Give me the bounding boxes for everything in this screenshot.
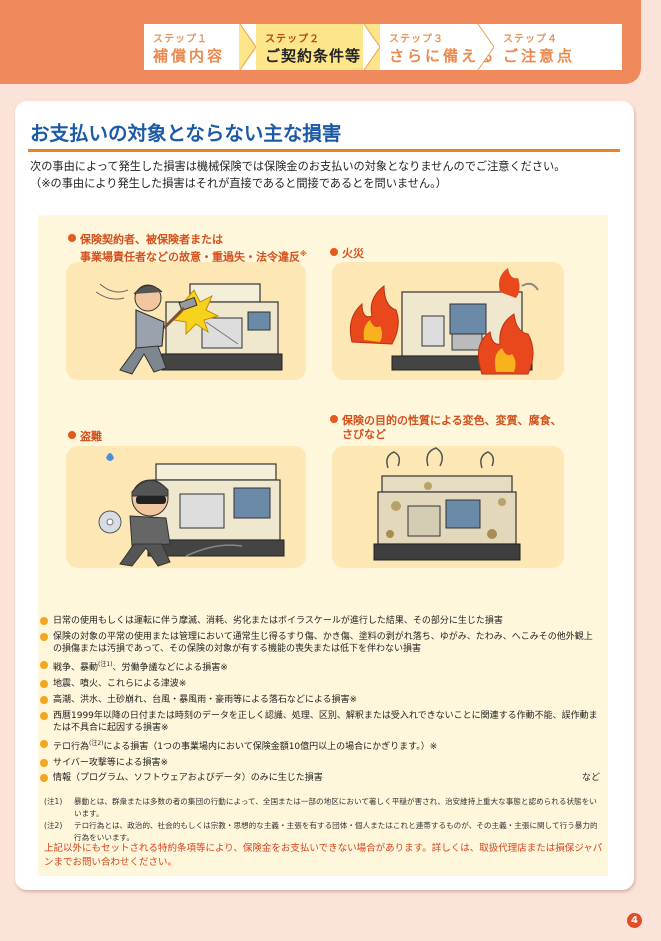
case-4-line-2: さびなど bbox=[342, 428, 386, 441]
bullet-icon bbox=[40, 679, 48, 688]
intro-line-2: （※の事由により発生した損害はそれが直接であると間接であるとを問いません。） bbox=[30, 177, 447, 190]
case-intentional-label: 保険契約者、被保険者または 事業場責任者などの故意・重過失・法令違反※ bbox=[68, 233, 307, 265]
bullet-icon bbox=[40, 661, 48, 670]
case-fire-label: 火災 bbox=[330, 247, 364, 261]
bullet-icon bbox=[330, 248, 338, 256]
list-item: 高潮、洪水、土砂崩れ、台風・暴風雨・豪雨等による落石などによる損害※ bbox=[40, 694, 600, 707]
step-3-name: さらに備える bbox=[389, 47, 497, 65]
step-2-name: ご契約条件等 bbox=[265, 47, 362, 65]
theft-illustration bbox=[66, 446, 306, 568]
case-1-line-2: 事業場責任者などの故意・重過失・法令違反 bbox=[80, 250, 300, 264]
footnote-label: (注2) bbox=[44, 821, 63, 830]
case-4-line-1: 保険の目的の性質による変色、変質、腐食、 bbox=[342, 414, 562, 427]
case-2-line-1: 火災 bbox=[342, 247, 364, 260]
list-item: 日常の使用もしくは運転に伴う摩滅、消耗、劣化またはボイラスケールが進行した結果、… bbox=[40, 615, 600, 628]
bullet-icon bbox=[40, 632, 48, 641]
intro-text: 次の事由によって発生した損害は機械保険では保険金のお支払いの対象となりませんので… bbox=[30, 158, 625, 192]
step-1-number: ステップ１ bbox=[153, 34, 208, 45]
step-1-name: 補償内容 bbox=[153, 47, 226, 65]
step-2-tab[interactable]: ステップ２ ご契約条件等 bbox=[256, 24, 381, 70]
list-item: 戦争、暴動(注1)、労働争議などによる損害※ bbox=[40, 659, 600, 675]
bullet-icon bbox=[40, 695, 48, 704]
chevron-right-icon bbox=[477, 24, 495, 70]
bullet-icon bbox=[40, 739, 48, 748]
step-1-tab[interactable]: ステップ１ 補償内容 bbox=[144, 24, 257, 70]
etc-label: など bbox=[581, 773, 600, 784]
bullet-icon bbox=[68, 234, 76, 242]
case-deterioration-label: 保険の目的の性質による変色、変質、腐食、 さびなど bbox=[330, 414, 562, 442]
step-4-number: ステップ４ bbox=[503, 34, 558, 45]
footnote-text: テロ行為とは、政治的、社会的もしくは宗教・思想的な主義・主張を有する団体・個人ま… bbox=[74, 821, 598, 842]
list-item: 情報（プログラム、ソフトウェアおよびデータ）のみに生じた損害など bbox=[40, 772, 600, 785]
page-title: お支払いの対象とならない主な損害 bbox=[30, 122, 342, 145]
list-item: サイバー攻撃等による損害※ bbox=[40, 757, 600, 770]
bullet-icon bbox=[40, 774, 48, 783]
page-number: 4 bbox=[627, 913, 642, 928]
bullet-icon bbox=[40, 617, 48, 625]
exclusion-list: 日常の使用もしくは運転に伴う摩滅、消耗、劣化またはボイラスケールが進行した結果、… bbox=[40, 615, 600, 788]
intentional-damage-illustration bbox=[66, 262, 306, 380]
bullet-icon bbox=[330, 415, 338, 423]
bullet-icon bbox=[40, 758, 48, 767]
step-3-number: ステップ３ bbox=[389, 34, 444, 45]
case-1-line-1: 保険契約者、被保険者または bbox=[80, 233, 223, 246]
case-theft-label: 盗難 bbox=[68, 430, 102, 444]
title-underline bbox=[28, 149, 620, 152]
footnote-text: 暴動とは、群衆または多数の者の集団の行動によって、全国または一部の地区において著… bbox=[74, 797, 597, 818]
step-4-tab[interactable]: ステップ４ ご注意点 bbox=[494, 24, 622, 70]
footnote: (注1) 暴動とは、群衆または多数の者の集団の行動によって、全国または一部の地区に… bbox=[44, 796, 604, 819]
list-item: 保険の対象の平常の使用または管理において通常生じ得るすり傷、かき傷、塗料の剥がれ… bbox=[40, 631, 600, 656]
step-3-tab[interactable]: ステップ３ さらに備える bbox=[380, 24, 497, 70]
case-3-line-1: 盗難 bbox=[80, 430, 102, 443]
step-2-number: ステップ２ bbox=[265, 34, 320, 45]
bullet-icon bbox=[68, 431, 76, 439]
case-1-mark: ※ bbox=[300, 250, 307, 258]
step-navigation: ステップ１ 補償内容 ステップ２ ご契約条件等 ステップ３ さらに備える ステッ… bbox=[144, 24, 622, 70]
fire-illustration bbox=[332, 262, 564, 380]
footnote: (注2) テロ行為とは、政治的、社会的もしくは宗教・思想的な主義・主張を有する団体… bbox=[44, 820, 604, 843]
chevron-right-icon bbox=[363, 24, 381, 70]
contact-notice: 上記以外にもセットされる特約条項等により、保険金をお支払いできない場合があります… bbox=[44, 843, 603, 868]
footnotes: (注1) 暴動とは、群衆または多数の者の集団の行動によって、全国または一部の地区に… bbox=[44, 796, 604, 844]
list-item: 西暦1999年以降の日付または時刻のデータを正しく認識、処理、区別、解釈または受… bbox=[40, 710, 600, 735]
footnote-label: (注1) bbox=[44, 797, 63, 806]
deterioration-illustration bbox=[332, 446, 564, 568]
bullet-icon bbox=[40, 711, 48, 720]
chevron-right-icon bbox=[239, 24, 257, 70]
list-item: テロ行為(注2)による損害（1つの事業場内において保険金額10億円以上の場合にか… bbox=[40, 738, 600, 754]
intro-line-1: 次の事由によって発生した損害は機械保険では保険金のお支払いの対象となりませんので… bbox=[30, 160, 566, 173]
step-4-name: ご注意点 bbox=[503, 47, 576, 65]
list-item: 地震、噴火、これらによる津波※ bbox=[40, 678, 600, 691]
